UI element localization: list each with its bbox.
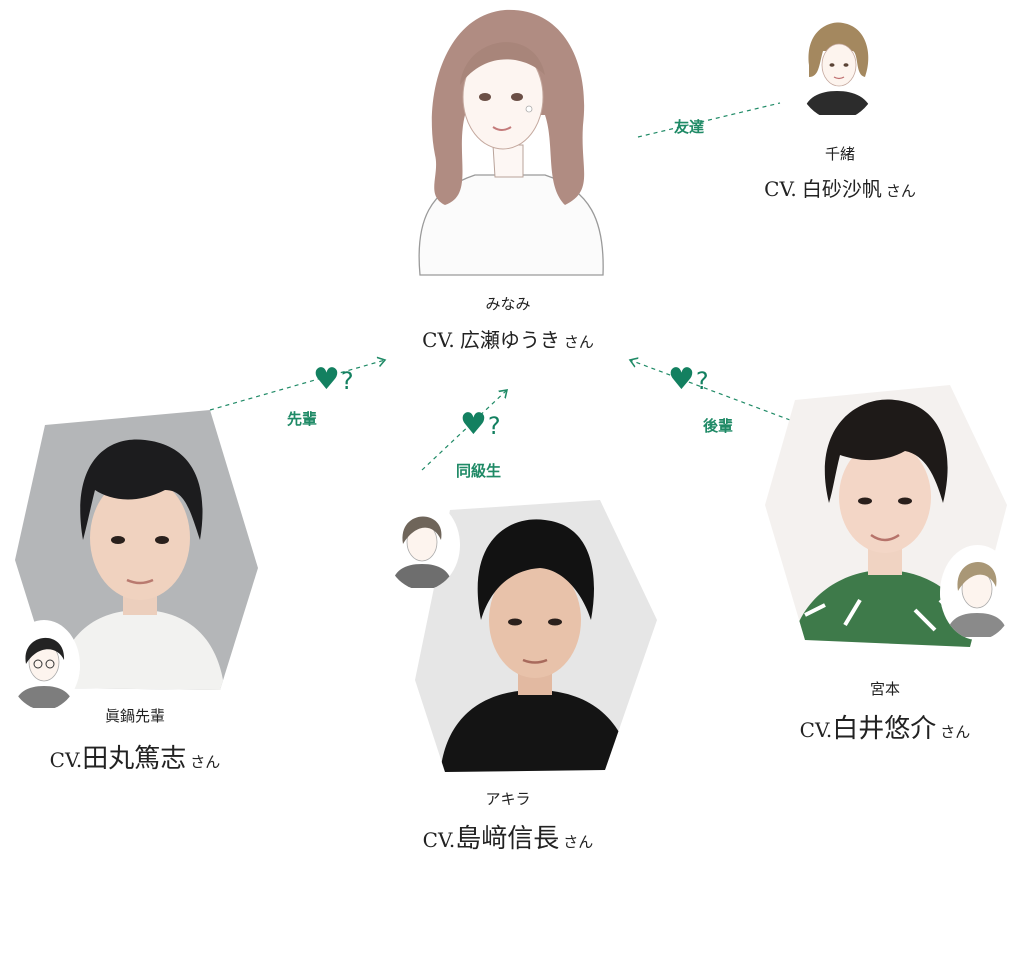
voice-actor-manabe: 田丸篤志 [82,744,187,774]
character-name-manabe: 眞鍋先輩 [104,707,166,725]
heart-manabe: ♥? [313,362,354,397]
relation-label-friend: 友達 [674,118,705,136]
line-manabe-minami [209,360,385,411]
cv-akira: CV.島﨑信長さん [422,824,594,854]
heart-miyamoto: ♥? [668,362,709,397]
cv-manabe: CV.田丸篤志さん [49,744,221,774]
heart-icon: ♥ [668,362,695,397]
relation-label-classmate: 同級生 [456,462,502,480]
line-chio-minami [637,102,781,138]
voice-actor-miyamoto: 白井悠介 [832,714,937,744]
miyamoto-avatar [940,545,1015,640]
cv-miyamoto: CV.白井悠介さん [799,714,971,744]
miyamoto-photo [765,385,1007,647]
minami-portrait [418,9,604,276]
heart-icon: ♥ [313,362,340,397]
character-name-miyamoto: 宮本 [869,680,901,698]
relation-label-kouhai: 後輩 [703,417,734,435]
manabe-avatar [8,620,80,710]
akira-avatar [385,500,460,590]
manabe-photo [15,410,258,690]
character-name-chio: 千緒 [824,145,856,163]
chio-avatar [795,15,880,120]
akira-photo [415,500,657,772]
character-name-akira: アキラ [485,790,531,808]
voice-actor-chio: 白砂沙帆 [801,177,882,201]
character-name-minami: みなみ [485,295,531,313]
heart-icon: ♥ [460,407,487,442]
cv-minami: CV. 広瀬ゆうきさん [422,328,594,352]
cv-chio: CV. 白砂沙帆さん [764,177,916,201]
voice-actor-minami: 広瀬ゆうき [459,328,560,352]
heart-akira: ♥? [460,407,501,442]
line-akira-minami [421,390,507,471]
relation-label-senpai: 先輩 [287,410,318,428]
voice-actor-akira: 島﨑信長 [455,824,560,854]
